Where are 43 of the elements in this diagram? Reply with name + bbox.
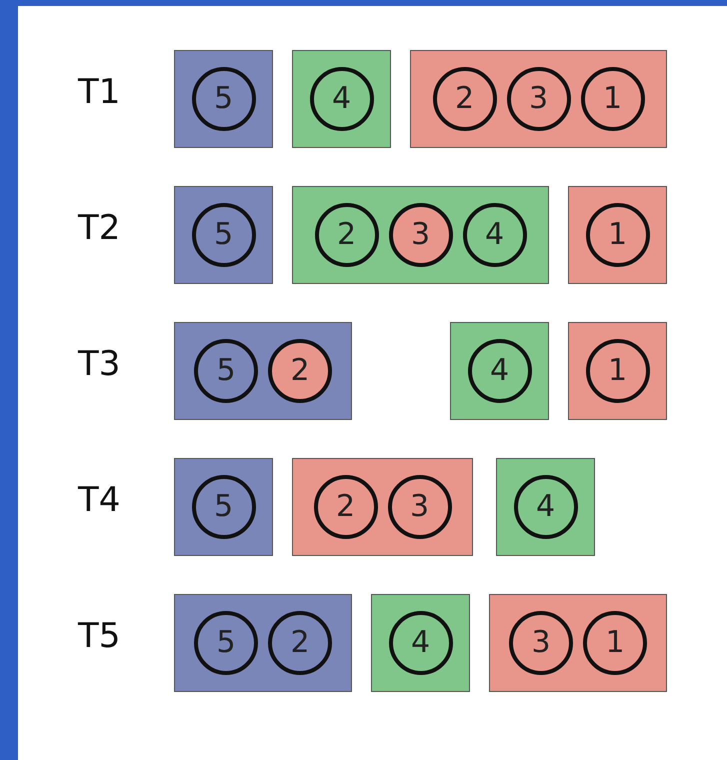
color-block <box>489 594 667 692</box>
color-block <box>568 322 667 420</box>
numbered-circle: 5 <box>192 475 256 539</box>
numbered-circle: 3 <box>388 203 452 267</box>
row-label: T2 <box>78 208 120 248</box>
color-block <box>292 50 391 148</box>
row-label: T3 <box>78 344 120 384</box>
color-block <box>174 50 273 148</box>
numbered-circle: 2 <box>268 611 332 675</box>
color-block <box>174 594 352 692</box>
numbered-circle: 3 <box>506 67 570 131</box>
color-block <box>410 50 667 148</box>
color-block <box>292 458 473 556</box>
numbered-circle: 1 <box>583 611 647 675</box>
color-block <box>496 458 595 556</box>
numbered-circle: 1 <box>586 203 650 267</box>
numbered-circle: 2 <box>268 339 332 403</box>
numbered-circle: 5 <box>192 203 256 267</box>
numbered-circle: 4 <box>514 475 578 539</box>
numbered-circle: 3 <box>388 475 452 539</box>
row-label: T4 <box>78 480 120 520</box>
color-block <box>174 186 273 284</box>
numbered-circle: 1 <box>586 339 650 403</box>
color-block <box>174 458 273 556</box>
numbered-circle: 3 <box>509 611 573 675</box>
row-label: T1 <box>78 72 120 112</box>
color-block <box>568 186 667 284</box>
numbered-circle: 4 <box>468 339 532 403</box>
numbered-circle: 5 <box>192 67 256 131</box>
color-block <box>292 186 549 284</box>
color-block <box>174 322 352 420</box>
color-block <box>371 594 470 692</box>
numbered-circle: 2 <box>432 67 496 131</box>
numbered-circle: 4 <box>462 203 526 267</box>
numbered-circle: 5 <box>194 611 258 675</box>
color-block <box>450 322 549 420</box>
numbered-circle: 4 <box>310 67 374 131</box>
numbered-circle: 2 <box>314 475 378 539</box>
numbered-circle: 4 <box>388 611 452 675</box>
numbered-circle: 5 <box>194 339 258 403</box>
row-label: T5 <box>78 616 120 656</box>
numbered-circle: 1 <box>580 67 644 131</box>
numbered-circle: 2 <box>314 203 378 267</box>
